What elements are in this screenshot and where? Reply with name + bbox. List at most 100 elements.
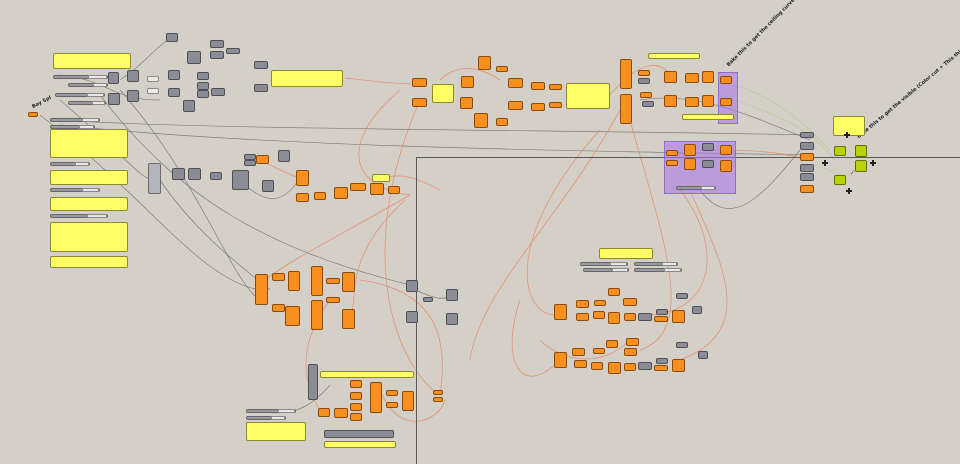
param[interactable]: [254, 61, 268, 69]
preview-component[interactable]: [855, 160, 867, 172]
param[interactable]: [187, 51, 201, 64]
number-slider[interactable]: [55, 93, 105, 97]
component[interactable]: [460, 97, 473, 109]
component[interactable]: [624, 348, 637, 356]
param[interactable]: [147, 76, 159, 82]
component[interactable]: [685, 73, 699, 83]
panel[interactable]: [50, 222, 128, 252]
input-point[interactable]: [28, 112, 38, 117]
number-slider[interactable]: [583, 268, 629, 272]
param[interactable]: [676, 293, 688, 299]
panel[interactable]: [682, 114, 734, 120]
number-slider[interactable]: [50, 162, 90, 166]
component[interactable]: [685, 97, 699, 107]
component[interactable]: [326, 297, 340, 303]
number-slider[interactable]: [50, 118, 100, 122]
param[interactable]: [638, 313, 652, 321]
component[interactable]: [508, 101, 523, 110]
param[interactable]: [423, 297, 433, 302]
param[interactable]: [197, 82, 209, 90]
component[interactable]: [386, 390, 398, 396]
param[interactable]: [406, 280, 418, 292]
number-slider[interactable]: [50, 125, 95, 129]
component[interactable]: [350, 392, 362, 400]
component[interactable]: [591, 362, 603, 370]
component[interactable]: [800, 185, 814, 193]
panel[interactable]: [53, 53, 131, 69]
number-slider[interactable]: [634, 268, 682, 272]
param[interactable]: [172, 168, 185, 180]
component[interactable]: [496, 66, 508, 72]
component[interactable]: [620, 59, 632, 89]
component[interactable]: [370, 183, 384, 195]
component[interactable]: [370, 382, 382, 413]
param[interactable]: [702, 160, 714, 168]
param[interactable]: [210, 40, 224, 48]
component[interactable]: [666, 150, 678, 156]
component[interactable]: [608, 362, 621, 374]
param[interactable]: [656, 358, 668, 364]
param[interactable]: [800, 142, 814, 150]
param[interactable]: [147, 88, 159, 94]
param[interactable]: [168, 88, 180, 97]
component[interactable]: [318, 408, 330, 417]
number-slider[interactable]: [246, 416, 286, 420]
component[interactable]: [342, 309, 355, 329]
component[interactable]: [508, 78, 523, 88]
param[interactable]: [406, 311, 418, 323]
param[interactable]: [108, 93, 120, 105]
component[interactable]: [684, 158, 696, 170]
component[interactable]: [720, 76, 732, 84]
component[interactable]: [654, 316, 668, 322]
number-slider[interactable]: [246, 409, 296, 413]
param[interactable]: [308, 364, 318, 400]
panel[interactable]: [271, 70, 343, 87]
component[interactable]: [720, 98, 732, 106]
param[interactable]: [183, 100, 195, 112]
component[interactable]: [412, 98, 427, 107]
component[interactable]: [256, 155, 269, 164]
component[interactable]: [288, 271, 300, 291]
param[interactable]: [127, 90, 139, 102]
panel[interactable]: [50, 170, 128, 185]
number-slider[interactable]: [53, 75, 108, 79]
param[interactable]: [446, 313, 458, 325]
component[interactable]: [531, 103, 545, 111]
component[interactable]: [350, 380, 362, 388]
param[interactable]: [638, 78, 650, 84]
preview-component[interactable]: [834, 146, 846, 156]
component[interactable]: [285, 306, 300, 326]
param[interactable]: [197, 72, 209, 80]
panel[interactable]: [432, 84, 454, 103]
component[interactable]: [388, 186, 400, 194]
param[interactable]: [262, 180, 274, 192]
component[interactable]: [350, 413, 362, 421]
component[interactable]: [296, 193, 309, 202]
component[interactable]: [314, 192, 326, 200]
panel[interactable]: [566, 83, 610, 109]
component[interactable]: [326, 278, 340, 284]
panel[interactable]: [50, 256, 128, 268]
component[interactable]: [296, 170, 309, 186]
component[interactable]: [664, 95, 677, 107]
number-slider[interactable]: [68, 101, 106, 105]
param[interactable]: [210, 51, 224, 59]
component[interactable]: [402, 391, 414, 411]
number-slider[interactable]: [580, 262, 628, 266]
number-slider[interactable]: [50, 214, 108, 218]
component[interactable]: [474, 113, 488, 128]
preview-component[interactable]: [834, 175, 846, 185]
component[interactable]: [702, 95, 714, 107]
component[interactable]: [549, 84, 562, 90]
param[interactable]: [656, 309, 668, 315]
param[interactable]: [800, 132, 814, 138]
panel[interactable]: [50, 129, 128, 158]
panel[interactable]: [246, 422, 306, 441]
panel[interactable]: [599, 248, 653, 259]
param[interactable]: [108, 72, 119, 84]
component[interactable]: [608, 288, 620, 296]
component[interactable]: [386, 402, 398, 408]
param[interactable]: [188, 168, 201, 180]
component[interactable]: [334, 187, 348, 199]
